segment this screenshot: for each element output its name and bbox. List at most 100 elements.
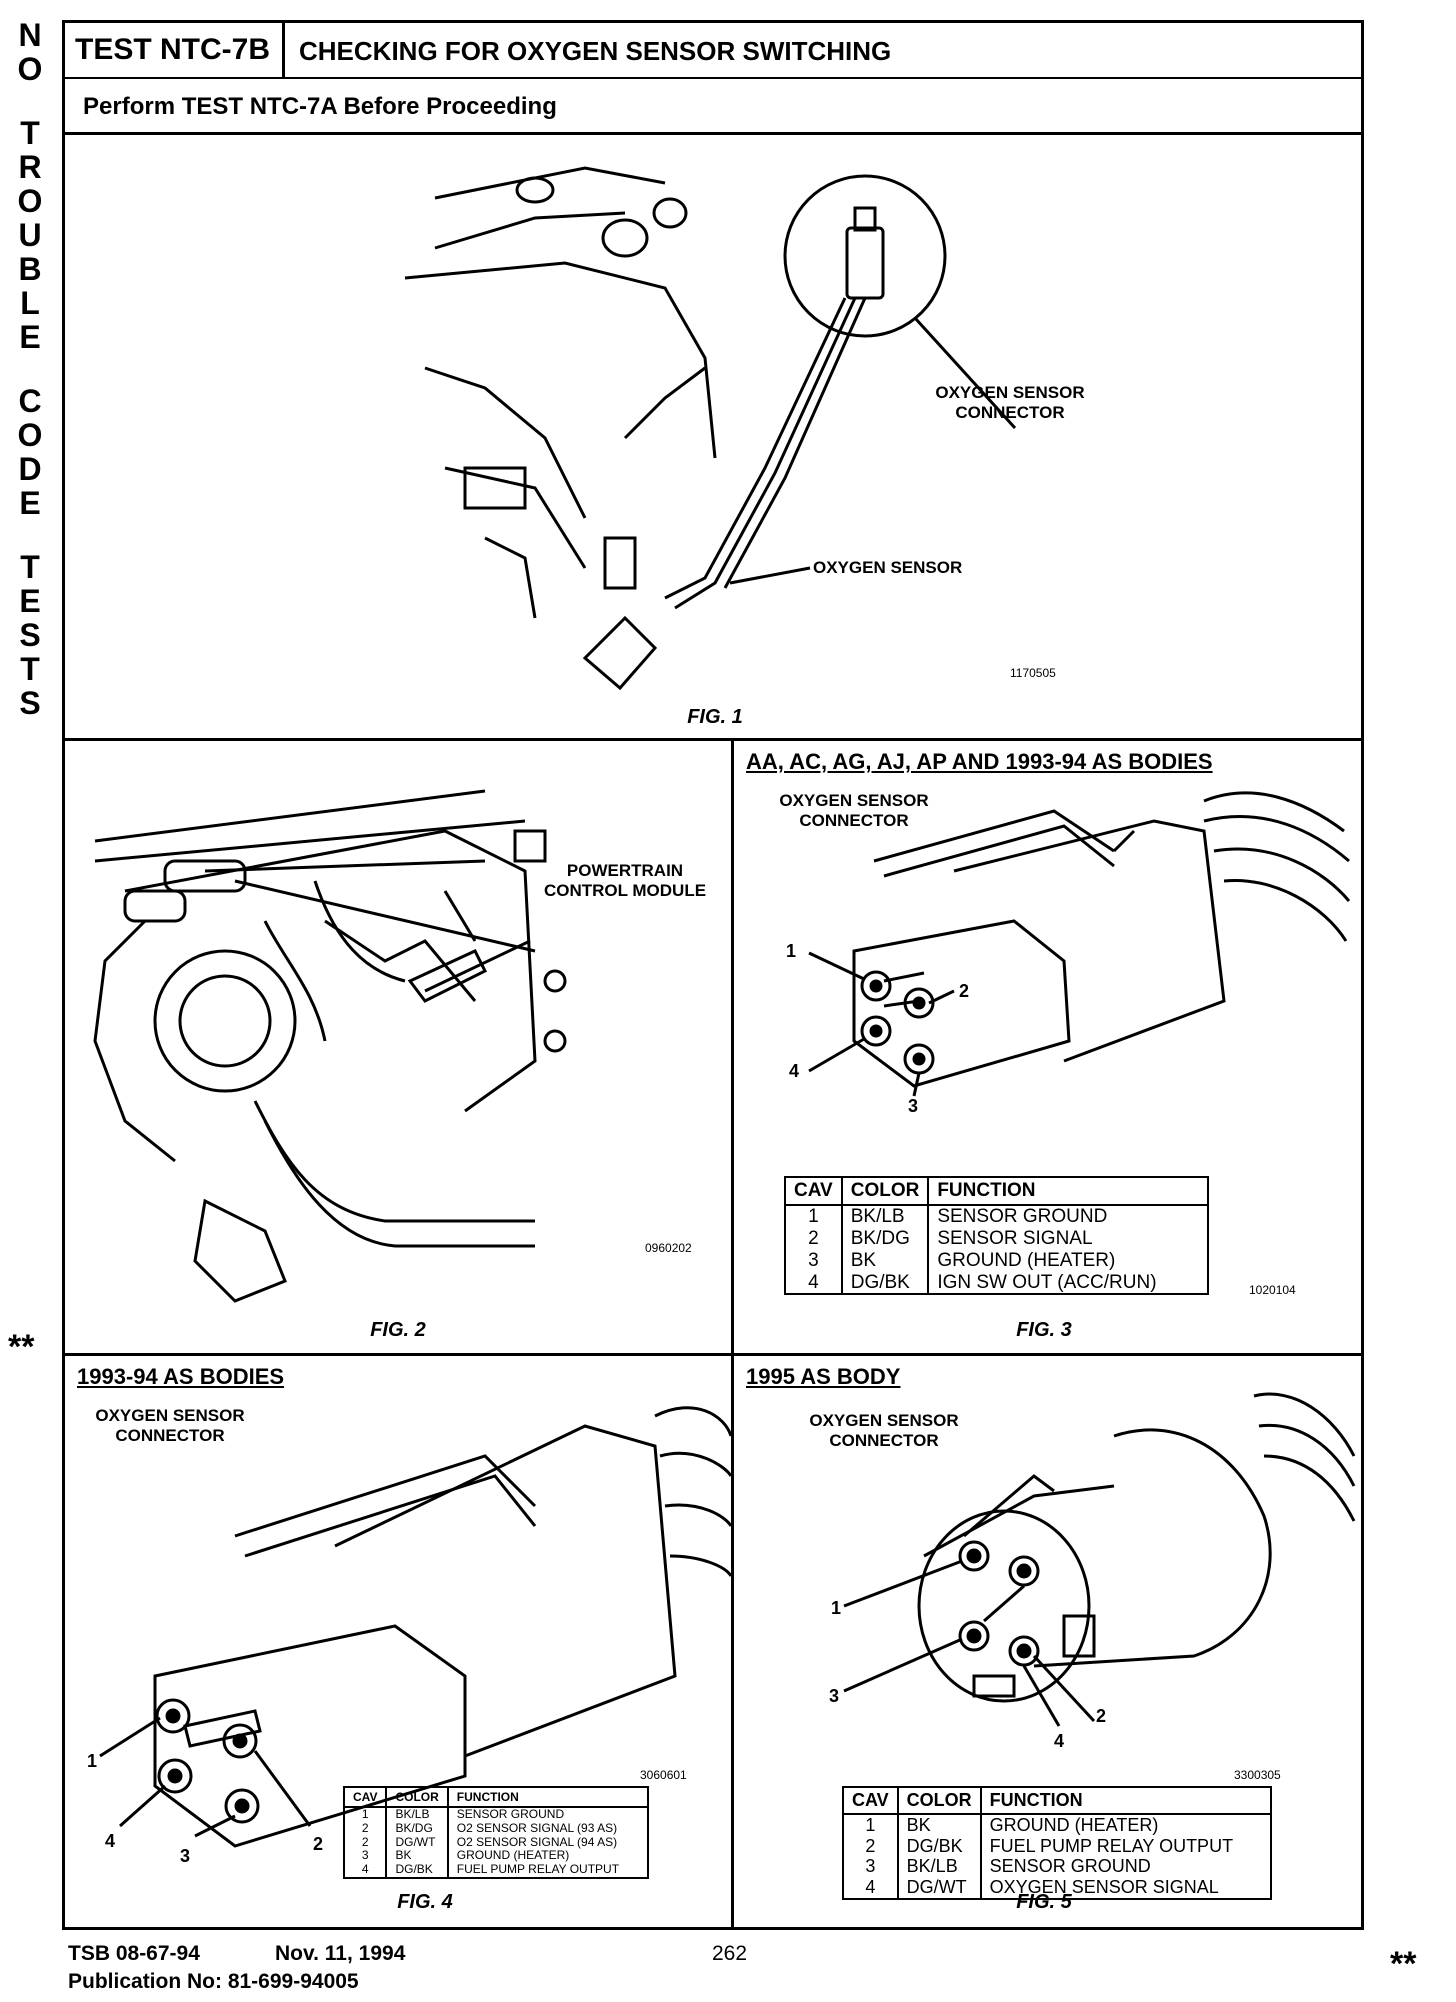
col-header: CAV — [785, 1177, 843, 1206]
test-title: CHECKING FOR OXYGEN SENSOR SWITCHING — [299, 36, 892, 66]
fig2-caption: FIG. 2 — [370, 1319, 426, 1341]
col-header: FUNCTION — [928, 1177, 1209, 1206]
footer-page-number: 262 — [712, 1942, 748, 1965]
fig4-pin-3: 3 — [180, 1846, 191, 1866]
side-title-letter: T — [20, 651, 40, 687]
fig5-section-title: 1995 AS BODY — [746, 1364, 901, 1389]
test-id: TEST NTC-7B — [65, 23, 285, 77]
footer-tsb: TSB 08-67-94 — [68, 1942, 200, 1965]
side-title-letter: S — [19, 617, 41, 653]
fig1-caption: FIG. 1 — [687, 706, 743, 728]
fig3-caption: FIG. 3 — [1016, 1319, 1072, 1341]
fig2-panel: POWERTRAIN CONTROL MODULE 0960202 FIG. 2 — [65, 741, 731, 1353]
revision-marker-left: ** — [8, 1328, 35, 1366]
col-header: COLOR — [386, 1787, 449, 1808]
fig4-connector-label: OXYGEN SENSOR CONNECTOR — [95, 1406, 245, 1445]
col-header: CAV — [843, 1787, 899, 1815]
side-title-spacer — [8, 520, 52, 550]
fig5-caption: FIG. 5 — [1016, 1891, 1072, 1913]
fig4-pin-1: 1 — [87, 1751, 98, 1771]
side-title-letter: U — [18, 217, 42, 253]
fig5-connector-illustration — [843, 1392, 1356, 1727]
fig1-panel: OXYGEN SENSOR CONNECTOR OXYGEN SENSOR 11… — [65, 138, 1361, 738]
fig1-connector-label: OXYGEN SENSOR CONNECTOR — [935, 383, 1085, 422]
side-title-letter: T — [20, 549, 40, 585]
fig4-connector-illustration — [99, 1406, 731, 1848]
test-subtitle: Perform TEST NTC-7A Before Proceeding — [65, 79, 1361, 135]
side-title-letter: O — [17, 417, 43, 453]
side-title-letter: E — [19, 485, 41, 521]
fig5-panel: 1995 AS BODY OXYGEN SENSOR CONNECTOR — [734, 1356, 1361, 1930]
fig3-section-title: AA, AC, AG, AJ, AP AND 1993-94 AS BODIES — [746, 749, 1213, 774]
fig4-panel: 1993-94 AS BODIES OXYGEN SENSOR CONNECTO… — [65, 1356, 731, 1930]
divider — [65, 1353, 1361, 1356]
fig4-pin-2: 2 — [313, 1834, 324, 1854]
col-header: COLOR — [897, 1787, 982, 1815]
side-title-letter: L — [20, 285, 40, 321]
col-header: FUNCTION — [980, 1787, 1271, 1815]
header-row: TEST NTC-7B CHECKING FOR OXYGEN SENSOR S… — [65, 23, 1361, 79]
fig5-connector-label: OXYGEN SENSOR CONNECTOR — [809, 1411, 959, 1450]
side-title-letter: R — [18, 149, 42, 185]
side-title-letter: B — [18, 251, 42, 287]
fig3-pin-1: 1 — [786, 941, 797, 961]
side-title-letter: E — [19, 319, 41, 355]
fig5-pin-2: 2 — [1096, 1706, 1107, 1726]
side-title-letter: T — [20, 115, 40, 151]
fig4-pin-4: 4 — [105, 1831, 116, 1851]
side-title-letter: S — [19, 685, 41, 721]
fig4-section-title: 1993-94 AS BODIES — [77, 1364, 285, 1389]
fig5-pin-3: 3 — [829, 1686, 840, 1706]
side-title-letter: N — [18, 17, 42, 53]
fig1-illustration — [404, 166, 1017, 691]
fig2-code: 0960202 — [645, 1241, 692, 1255]
fig5-code: 3300305 — [1234, 1768, 1281, 1782]
fig3-connector-label: OXYGEN SENSOR CONNECTOR — [779, 791, 929, 830]
side-title-spacer — [8, 354, 52, 384]
divider — [65, 738, 1361, 741]
fig3-pin-2: 2 — [959, 981, 970, 1001]
side-title-letter: C — [18, 383, 42, 419]
fig3-pin-3: 3 — [908, 1096, 919, 1116]
footer-publication: Publication No: 81-699-94005 — [68, 1970, 359, 1993]
col-header: FUNCTION — [447, 1787, 648, 1808]
fig2-pcm-label: POWERTRAIN CONTROL MODULE — [543, 861, 707, 900]
col-header: COLOR — [841, 1177, 930, 1206]
revision-marker-right: ** — [1390, 1945, 1417, 1983]
page-frame: TEST NTC-7B CHECKING FOR OXYGEN SENSOR S… — [62, 20, 1364, 1930]
divider — [731, 738, 734, 1930]
fig1-sensor-label: OXYGEN SENSOR — [813, 558, 963, 577]
side-title-spacer — [8, 86, 52, 116]
fig3-connector-illustration — [808, 791, 1351, 1097]
side-title-letter: E — [19, 583, 41, 619]
fig5-pin-4: 4 — [1054, 1731, 1065, 1751]
footer-date: Nov. 11, 1994 — [275, 1942, 406, 1965]
fig1-code: 1170505 — [1010, 666, 1056, 680]
fig4-caption: FIG. 4 — [397, 1891, 453, 1913]
col-header: CAV — [344, 1787, 388, 1808]
fig2-illustration — [93, 789, 567, 1303]
fig4-code: 3060601 — [640, 1768, 687, 1782]
side-title-letter: D — [18, 451, 42, 487]
fig3-panel: AA, AC, AG, AJ, AP AND 1993-94 AS BODIES… — [734, 741, 1361, 1353]
fig3-pin-4: 4 — [789, 1061, 800, 1081]
side-title-letter: O — [17, 183, 43, 219]
side-title-letter: O — [17, 51, 43, 87]
fig3-code: 1020104 — [1249, 1283, 1296, 1297]
